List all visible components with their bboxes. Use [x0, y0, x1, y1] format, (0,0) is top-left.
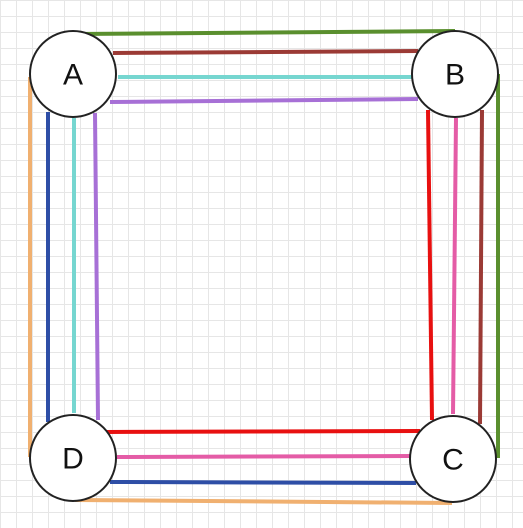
node-c[interactable]: C	[409, 415, 497, 503]
node-b-label: B	[445, 59, 465, 92]
node-a-circle	[29, 30, 117, 118]
edge-a-d-purple	[93, 112, 100, 421]
node-d[interactable]: D	[29, 414, 117, 502]
node-b-circle	[411, 30, 499, 118]
node-c-circle	[409, 415, 497, 503]
edge-d-c-red	[106, 429, 421, 434]
node-a[interactable]: A	[29, 30, 117, 118]
edge-b-c-pink	[451, 117, 458, 415]
edge-d-c-pink	[116, 454, 412, 459]
node-d-circle	[29, 414, 117, 502]
edge-a-b-maroon	[112, 49, 419, 55]
edge-b-c-maroon	[478, 109, 484, 425]
edge-a-b-green	[74, 29, 456, 36]
edge-d-c-blue	[109, 480, 417, 485]
node-d-label: D	[62, 443, 84, 476]
edge-a-b-purple	[109, 97, 419, 104]
edge-b-c-red	[426, 109, 434, 421]
node-c-label: C	[442, 444, 464, 477]
edge-d-c-orange	[74, 498, 453, 505]
node-b[interactable]: B	[411, 30, 499, 118]
node-a-label: A	[63, 59, 83, 92]
